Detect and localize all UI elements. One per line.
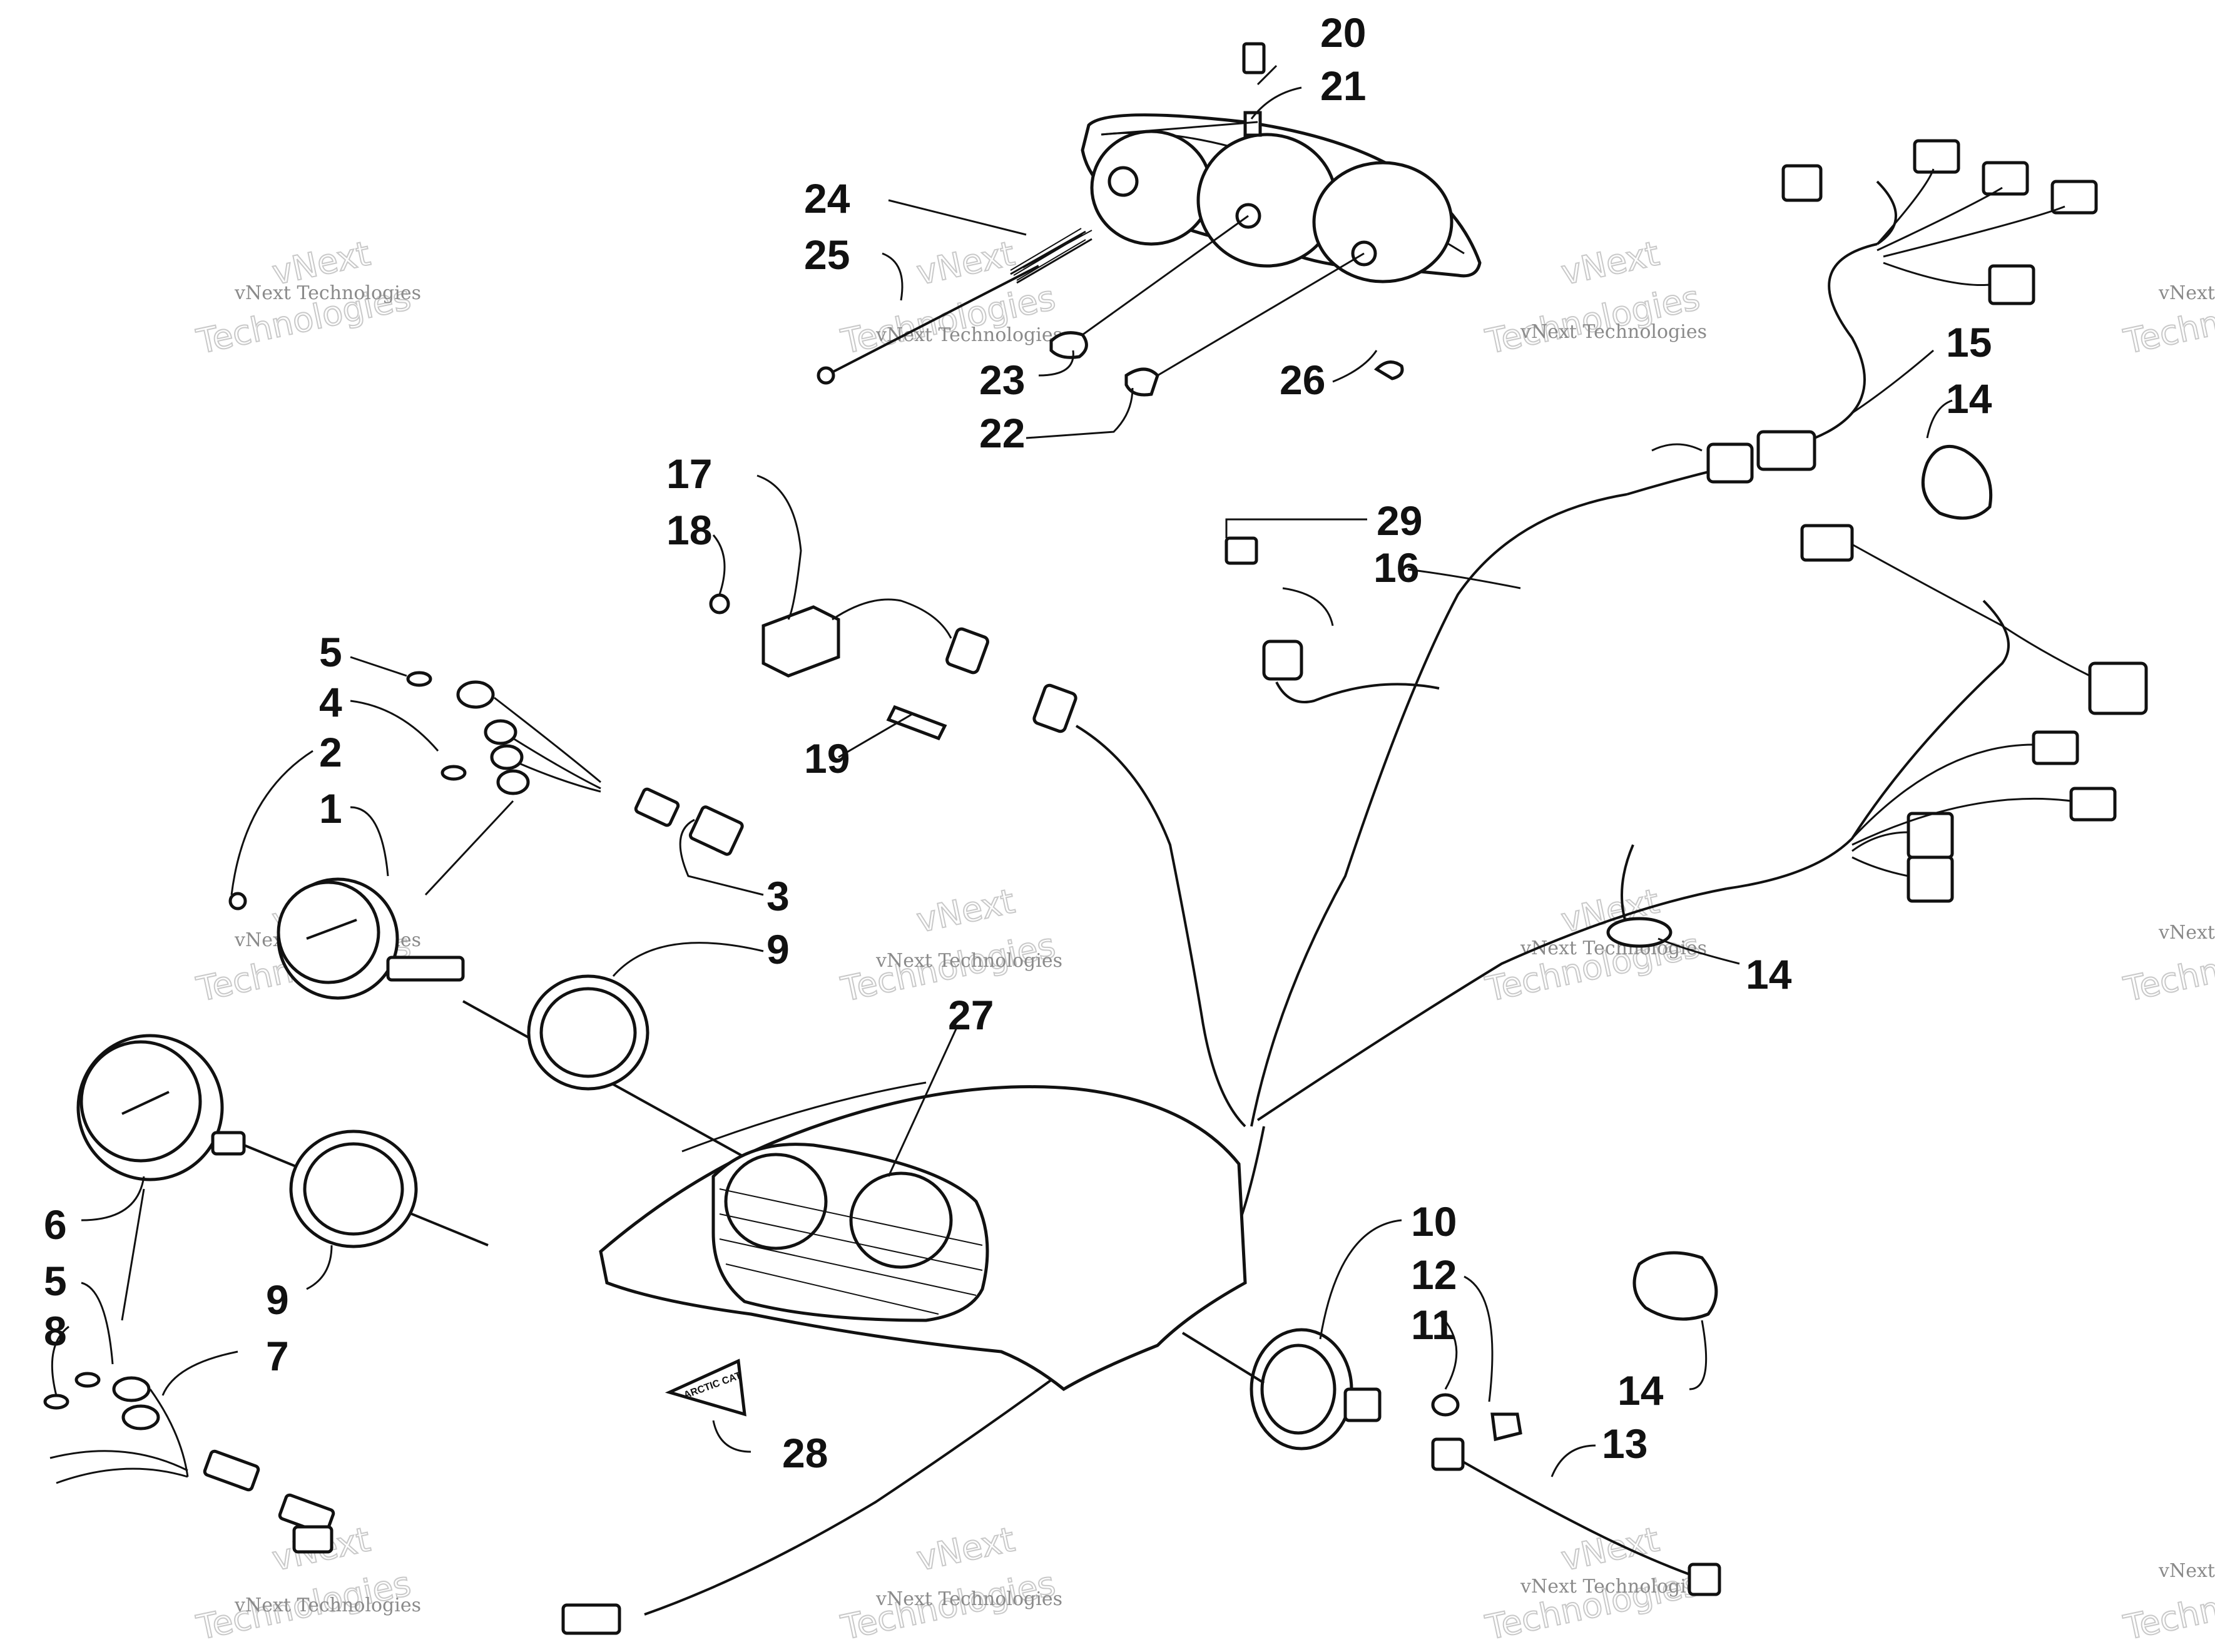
callout-number: 10 xyxy=(1411,1198,1457,1245)
callout-number: 24 xyxy=(804,175,850,222)
watermark-big: vNext xyxy=(914,881,1018,940)
callout-number: 9 xyxy=(766,926,790,972)
cable-clamp xyxy=(1632,1251,1718,1321)
clip-part-20 xyxy=(1242,42,1266,74)
callout-number: 12 xyxy=(1411,1252,1457,1298)
plug-connector xyxy=(561,1603,621,1635)
watermark-big: vNext xyxy=(914,1519,1018,1578)
callout-number: 20 xyxy=(1320,9,1366,56)
speedometer-gauge xyxy=(43,1034,489,1554)
connector xyxy=(1913,139,1960,174)
watermark-small: vNext Technologies xyxy=(2158,922,2215,944)
watermark-small: vNext Technologies xyxy=(2158,1560,2215,1582)
watermark-tile: Technologies vNext Technologies xyxy=(2120,1560,2215,1648)
watermark-big: vNext xyxy=(1558,1519,1663,1578)
callout-number: 22 xyxy=(979,410,1025,456)
arctic-cat-emblem: ARCTIC CAT xyxy=(664,1359,746,1417)
callout-number: 15 xyxy=(1946,319,1992,365)
connector xyxy=(2032,730,2079,765)
watermark-small: vNext Technologies xyxy=(2158,282,2215,304)
callout-number: 7 xyxy=(266,1333,289,1379)
callout-number: 17 xyxy=(666,451,712,497)
callout-number: 14 xyxy=(1746,951,1792,997)
watermark-big: Technologies xyxy=(838,278,1059,362)
adjuster-screw xyxy=(825,265,1039,377)
cable-clamp xyxy=(1921,444,1993,520)
callout-number: 6 xyxy=(44,1201,67,1248)
adjuster-spring xyxy=(1010,228,1092,284)
bulb-22 xyxy=(1124,367,1159,397)
callout-number: 11 xyxy=(1411,1302,1455,1348)
connector xyxy=(1706,442,1754,484)
callout-number: 19 xyxy=(804,735,850,782)
callout-number: 29 xyxy=(1377,497,1422,544)
watermark-small: vNext Technologies xyxy=(875,1588,1062,1610)
connector xyxy=(1262,640,1303,681)
connector xyxy=(2069,787,2117,822)
callout-number: 18 xyxy=(666,507,712,553)
connector-assembly xyxy=(709,593,1246,1128)
callout-number: 14 xyxy=(1617,1367,1664,1414)
callout-number: 28 xyxy=(782,1430,828,1476)
connector xyxy=(1907,855,1954,903)
tachometer-gauge xyxy=(228,671,814,1196)
dash-panel xyxy=(599,1081,1247,1392)
connector xyxy=(2050,180,2098,215)
watermark-tile: Technologies vNext vNext Technologies xyxy=(1482,1519,1707,1648)
bulb-23 xyxy=(1049,331,1088,359)
watermark-small: vNext Technologies xyxy=(1520,321,1707,343)
connector xyxy=(1982,161,2029,196)
watermark-tile: Technologies vNext Technologies xyxy=(2120,277,2215,362)
watermark-big: Technologies xyxy=(1482,278,1703,362)
watermark-layer: Technologies vNext vNext Technologies Te… xyxy=(193,233,2215,1648)
watermark-tile: Technologies vNext Technologies xyxy=(2120,922,2215,1010)
connector xyxy=(1800,524,1854,562)
clip-26 xyxy=(1373,360,1404,380)
watermark-small: vNext Technologies xyxy=(234,282,421,304)
callout-number: 27 xyxy=(948,992,994,1038)
connector xyxy=(1988,264,2035,305)
watermark-tile: Technologies vNext vNext Technologies xyxy=(837,233,1062,362)
connector xyxy=(2088,661,2148,715)
watermark-small: vNext Technologies xyxy=(875,950,1062,972)
callout-number: 14 xyxy=(1946,375,1992,422)
callout-number: 5 xyxy=(44,1258,67,1304)
callout-number: 2 xyxy=(319,729,342,775)
callout-number: 9 xyxy=(266,1277,289,1323)
speedometer-cable xyxy=(1181,1328,1721,1596)
watermark-tile: Technologies vNext vNext Technologies xyxy=(837,880,1062,1010)
watermark-tile: Technologies vNext vNext Technologies xyxy=(837,1519,1062,1648)
callout-number: 8 xyxy=(44,1308,67,1354)
callout-number: 26 xyxy=(1280,357,1325,403)
watermark-tile: Technologies vNext vNext Technologies xyxy=(193,233,421,362)
callout-number: 5 xyxy=(319,629,342,675)
callout-number: 23 xyxy=(979,357,1025,403)
callout-number: 1 xyxy=(319,785,342,832)
callout-number: 4 xyxy=(319,679,342,725)
wire-harness xyxy=(561,139,2148,1635)
connector xyxy=(1781,164,1823,202)
callout-number: 21 xyxy=(1320,63,1366,109)
callout-number: 3 xyxy=(766,873,790,919)
watermark-small: vNext Technologies xyxy=(234,1594,421,1616)
connector xyxy=(1756,430,1816,471)
callout-number: 16 xyxy=(1373,544,1419,591)
watermark-small: vNext Technologies xyxy=(1520,1576,1707,1598)
callout-number: 25 xyxy=(804,232,850,278)
callout-labels: 20 21 24 25 23 22 26 15 14 17 18 29 16 5… xyxy=(44,9,1992,1476)
leader-lines xyxy=(51,64,1953,1477)
watermark-tile: Technologies vNext vNext Technologies xyxy=(1482,233,1707,362)
callout-number: 13 xyxy=(1602,1420,1647,1467)
headlight-assembly xyxy=(817,42,1482,397)
watermark-big: vNext xyxy=(1558,233,1663,292)
